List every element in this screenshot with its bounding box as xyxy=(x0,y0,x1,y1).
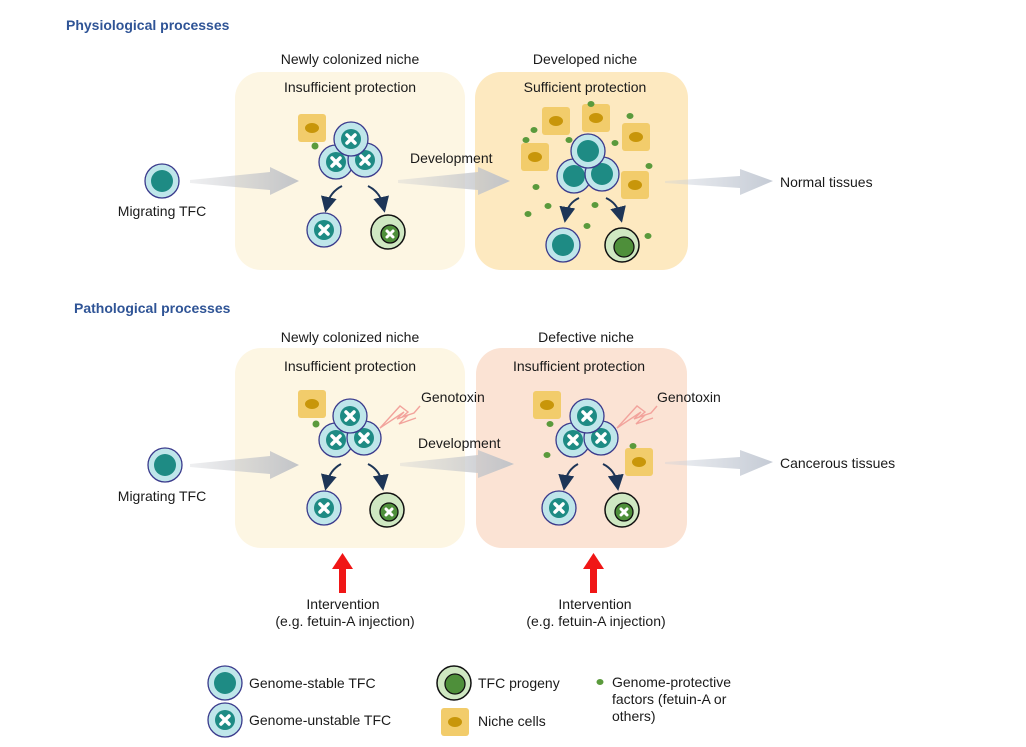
niche-cell xyxy=(533,391,561,419)
daughter-unstable-tfc xyxy=(305,489,343,527)
intervention-2-line1: Intervention xyxy=(558,596,632,612)
migrating-tfc-label-patho: Migrating TFC xyxy=(117,488,207,504)
niche1-title-patho: Newly colonized niche xyxy=(280,329,420,345)
tfc-progeny xyxy=(369,213,407,251)
tfc-cluster-physio-1 xyxy=(317,120,384,181)
legend-genome-stable-label: Genome-stable TFC xyxy=(249,675,376,691)
migrating-tfc-physio xyxy=(144,163,180,199)
arrow-migrate-patho xyxy=(190,451,299,479)
outcome-cancerous-tissues: Cancerous tissues xyxy=(780,455,896,471)
niche2-title-physio: Developed niche xyxy=(532,51,638,67)
intervention-arrow-1 xyxy=(332,553,353,593)
division-arrow-left xyxy=(321,185,343,213)
development-label-patho: Development xyxy=(418,435,501,451)
division-arrow-right xyxy=(605,197,626,223)
tfc-cluster-developed xyxy=(556,133,620,194)
protective-factor-dot xyxy=(312,420,320,428)
tfc-cluster-patho-1 xyxy=(317,397,383,459)
tfc-progeny xyxy=(368,491,406,529)
arrow-to-normal-tissues xyxy=(665,169,773,195)
genotoxin-label-2: Genotoxin xyxy=(657,389,721,405)
division-arrow-left xyxy=(321,463,342,491)
arrow-to-cancerous-tissues xyxy=(665,450,773,476)
niche2-title-patho: Defective niche xyxy=(538,329,634,345)
genotoxin-bolt-icon xyxy=(616,405,658,429)
daughter-unstable-tfc xyxy=(540,489,578,527)
arrow-development-physio xyxy=(398,167,510,195)
legend-genome-unstable-icon xyxy=(206,701,244,739)
division-arrow-right xyxy=(367,463,389,491)
daughter-unstable-tfc xyxy=(305,211,343,249)
division-arrow-left xyxy=(559,197,580,223)
niche1-title-physio: Newly colonized niche xyxy=(280,51,420,67)
migrating-tfc-patho xyxy=(147,447,183,483)
legend-progeny-icon xyxy=(436,665,472,701)
protective-factor-dot xyxy=(311,142,319,150)
genotoxin-label-1: Genotoxin xyxy=(421,389,485,405)
division-arrow-left xyxy=(558,463,579,491)
niche-cell xyxy=(298,390,326,418)
intervention-1-line1: Intervention xyxy=(306,596,380,612)
pathological-title: Pathological processes xyxy=(74,300,231,316)
division-arrow-right xyxy=(602,463,624,491)
tfc-progeny xyxy=(604,227,640,263)
arrow-development-patho xyxy=(400,450,514,478)
intervention-2-line2: (e.g. fetuin-A injection) xyxy=(526,613,666,629)
daughter-stable-tfc xyxy=(545,227,581,263)
protective-factors-defective xyxy=(543,421,637,458)
legend-niche-cells-label: Niche cells xyxy=(478,713,546,729)
outcome-normal-tissues: Normal tissues xyxy=(780,174,873,190)
division-arrow-right xyxy=(367,185,389,213)
tfc-cluster-defective xyxy=(554,397,620,459)
legend-protective-factors-label: Genome-protective factors (fetuin-A or o… xyxy=(612,674,732,724)
legend-genome-unstable-label: Genome-unstable TFC xyxy=(249,712,392,728)
legend-niche-cell-icon xyxy=(441,708,469,736)
legend-genome-stable-icon xyxy=(207,665,243,701)
legend-progeny-label: TFC progeny xyxy=(478,675,560,691)
protective-factors-developed xyxy=(522,101,653,239)
development-label-physio: Development xyxy=(410,150,493,166)
physiological-title: Physiological processes xyxy=(66,17,230,33)
niche2-status-patho: Insufficient protection xyxy=(512,358,646,374)
niche-cell xyxy=(298,114,326,142)
niche2-status-physio: Sufficient protection xyxy=(523,79,647,95)
niche1-status-patho: Insufficient protection xyxy=(283,358,417,374)
tfc-progeny xyxy=(603,491,641,529)
niche-cell xyxy=(625,448,653,476)
intervention-1-line2: (e.g. fetuin-A injection) xyxy=(275,613,415,629)
genotoxin-bolt-icon xyxy=(379,405,421,429)
intervention-arrow-2 xyxy=(583,553,604,593)
legend-protective-factor-icon xyxy=(596,679,604,685)
arrow-migrate-physio xyxy=(190,167,299,195)
migrating-tfc-label-physio: Migrating TFC xyxy=(117,203,207,219)
niche1-status-physio: Insufficient protection xyxy=(283,79,417,95)
